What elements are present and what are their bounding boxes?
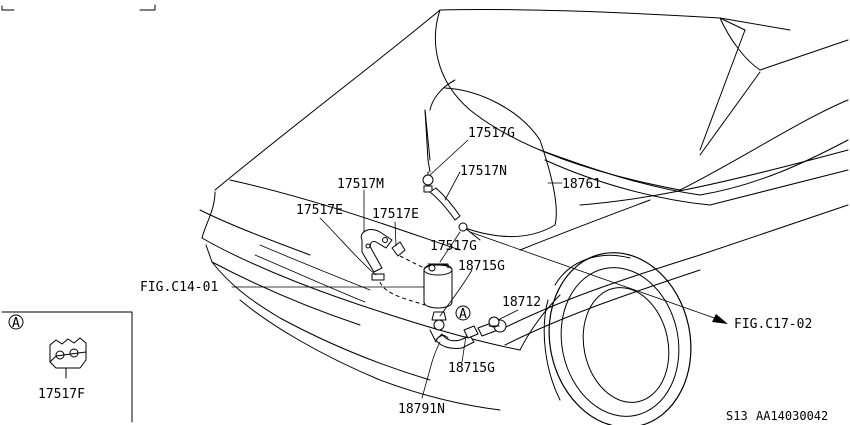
connector-17517E-left (371, 273, 385, 281)
label-18712: 18712 (502, 295, 541, 310)
front-wheel (543, 252, 692, 425)
label-18715G-bottom: 18715G (448, 361, 495, 376)
diagram-footer: S13 AA14030042 (726, 409, 828, 423)
callout-A-letter: A (459, 307, 467, 322)
inset-detail-box: A (1, 311, 133, 423)
pump-18715G-bottom (463, 319, 507, 339)
callout-A-marker: A (455, 305, 471, 322)
hose-dashed-upper (399, 255, 429, 271)
hose-17517M (360, 229, 393, 273)
part-labels: 17517G 17517N 18761 17517M 17517E 17517E… (38, 126, 812, 417)
leader-lines (231, 139, 721, 399)
hose-17517N (429, 187, 468, 232)
label-18791N: 18791N (398, 402, 445, 417)
inset-A-letter: A (12, 316, 20, 331)
corner-bracket-left (1, 5, 15, 11)
label-17517M: 17517M (337, 177, 384, 192)
fitting-17517G-top (422, 171, 434, 193)
arrow-to-fig-c17-02 (712, 314, 728, 324)
washer-tank (423, 263, 453, 331)
washer-hose-18761 (424, 79, 557, 241)
connector-17517E-right (391, 241, 406, 257)
label-fig-c14-01: FIG.C14-01 (140, 280, 218, 295)
car-body (199, 8, 849, 411)
label-17517N: 17517N (460, 164, 507, 179)
label-18761: 18761 (562, 177, 601, 192)
label-17517F: 17517F (38, 387, 85, 402)
label-17517G-top: 17517G (468, 126, 515, 141)
label-17517G-mid: 17517G (430, 239, 477, 254)
footer-model: S13 (726, 409, 748, 423)
corner-bracket-right (139, 4, 156, 11)
hose-dashed-lower (379, 281, 426, 306)
grommet-18712 (488, 316, 500, 328)
label-18715G-top: 18715G (458, 259, 505, 274)
label-17517E-right: 17517E (372, 207, 419, 222)
label-17517E-left: 17517E (296, 203, 343, 218)
clip-17517F (49, 337, 87, 379)
footer-code: AA14030042 (756, 409, 828, 423)
label-fig-c17-02: FIG.C17-02 (734, 317, 812, 332)
